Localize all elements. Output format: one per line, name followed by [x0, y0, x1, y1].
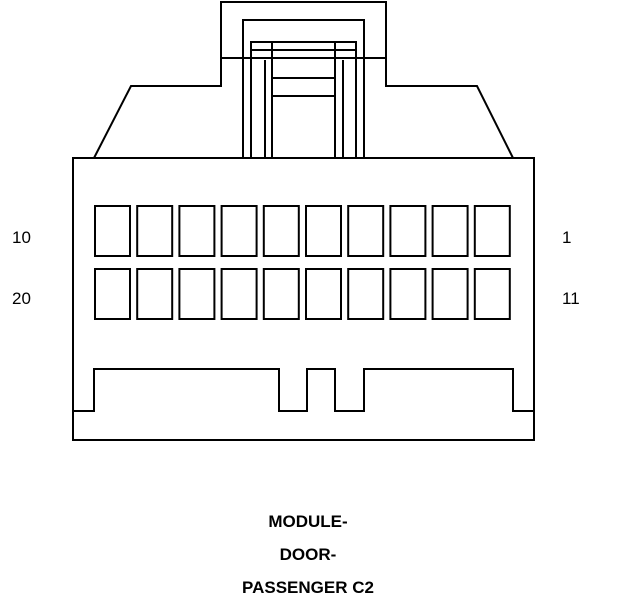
caption-line-2: DOOR- — [279, 545, 337, 564]
pin-cavity-16 — [262, 268, 300, 320]
pin-cavity-17 — [220, 268, 258, 320]
left-shoulder — [93, 58, 222, 159]
connector-caption: MODULE- DOOR- PASSENGER C2 — [0, 505, 624, 604]
pin-cavity-1 — [473, 205, 511, 257]
pin-cavity-12 — [431, 268, 469, 320]
pin-cavity-18 — [178, 268, 216, 320]
pin-cavity-11 — [473, 268, 511, 320]
connector-body — [72, 157, 535, 441]
pin-cavity-15 — [305, 268, 342, 320]
pin-label-20: 20 — [12, 289, 31, 308]
pin-cavity-20 — [94, 268, 131, 320]
latch-inner — [242, 19, 365, 158]
right-shoulder — [385, 58, 514, 159]
pin-cavity-8 — [178, 205, 216, 257]
pin-cavity-7 — [220, 205, 258, 257]
pin-cavity-9 — [136, 205, 174, 257]
pin-cavity-14 — [347, 268, 385, 320]
caption-line-1: MODULE- — [268, 512, 348, 531]
pin-cavity-10 — [94, 205, 131, 257]
pin-cavity-6 — [262, 205, 300, 257]
pin-label-10: 10 — [12, 228, 31, 247]
caption-line-3: PASSENGER C2 — [242, 578, 374, 597]
pin-cavity-13 — [389, 268, 427, 320]
pin-cavity-2 — [431, 205, 469, 257]
pin-label-1: 1 — [562, 228, 572, 247]
latch-outer — [220, 1, 387, 86]
pin-label-11: 11 — [562, 289, 580, 308]
pin-cavity-3 — [389, 205, 427, 257]
bottom-key-profile — [73, 368, 534, 412]
latch-tab-outer — [250, 41, 357, 158]
pin-cavity-5 — [305, 205, 342, 257]
pin-cavity-19 — [136, 268, 174, 320]
pin-cavity-4 — [347, 205, 385, 257]
